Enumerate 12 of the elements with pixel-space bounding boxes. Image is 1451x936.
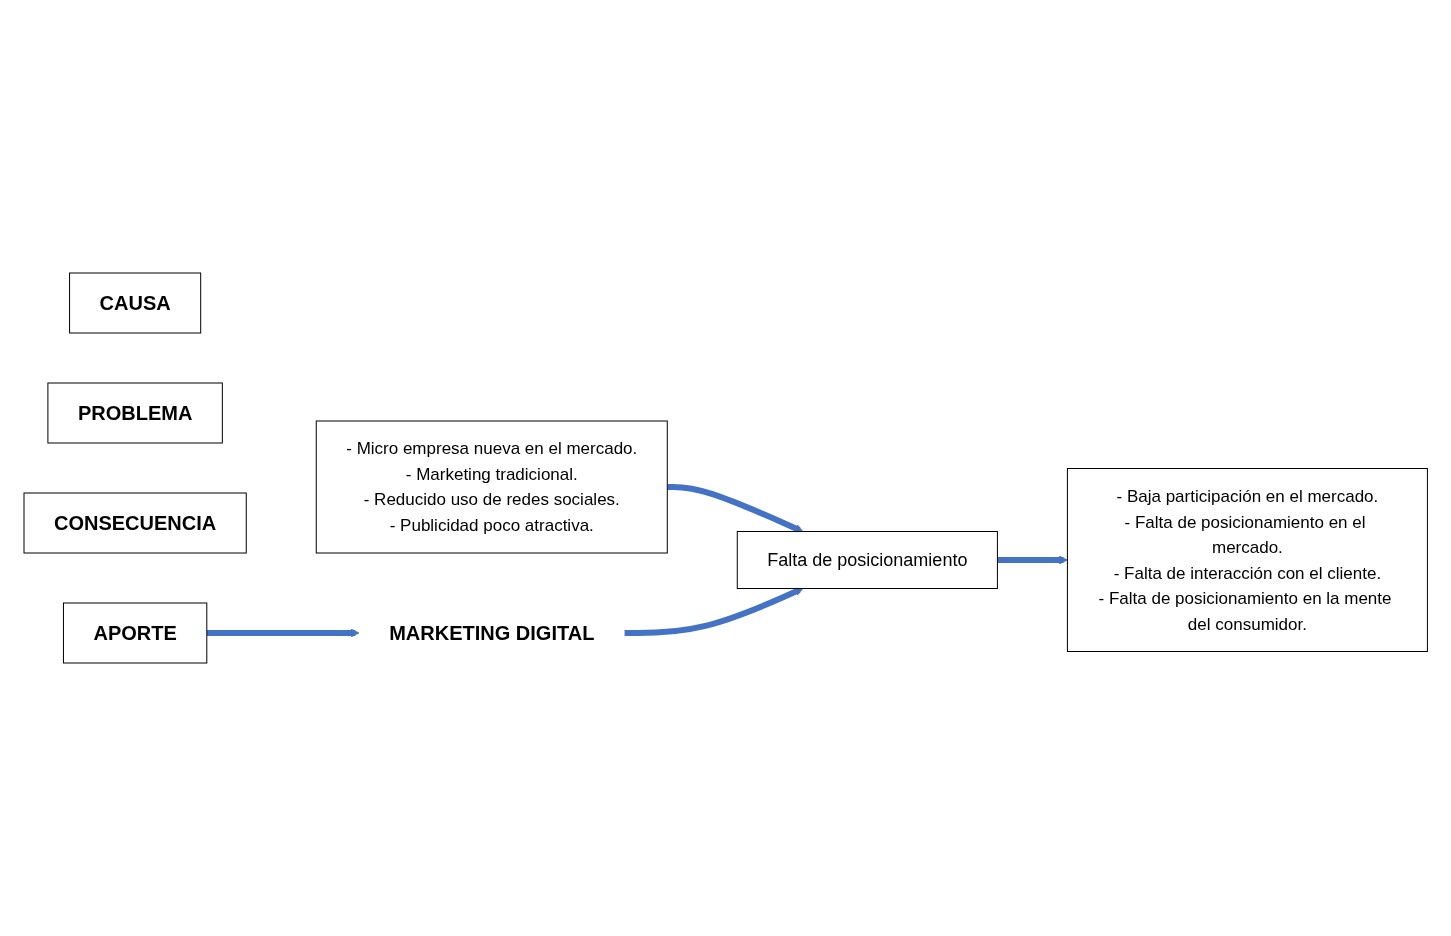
node-box: Falta de posicionamiento xyxy=(736,531,998,589)
arrow xyxy=(206,628,360,638)
node-text: MARKETING DIGITAL xyxy=(388,622,595,644)
node-box: APORTE xyxy=(62,602,208,664)
node-box: CONSECUENCIA xyxy=(23,492,247,554)
arrow xyxy=(624,587,804,636)
node-box: - Micro empresa nueva en el mercado. - Marketing tradicional. - Reducido uso de redes sociales. - Publicidad poco atractiva. xyxy=(315,420,668,554)
node-box: PROBLEMA xyxy=(47,382,223,444)
arrow xyxy=(997,555,1068,565)
node-box: - Baja participación en el mercado. - Falta de posicionamiento en el mercado. - Falta de interacción con el cliente. - Falta de posicionamiento en la mente del consumidor. xyxy=(1066,468,1428,652)
node-box: CAUSA xyxy=(68,272,201,334)
arrow xyxy=(667,484,804,533)
